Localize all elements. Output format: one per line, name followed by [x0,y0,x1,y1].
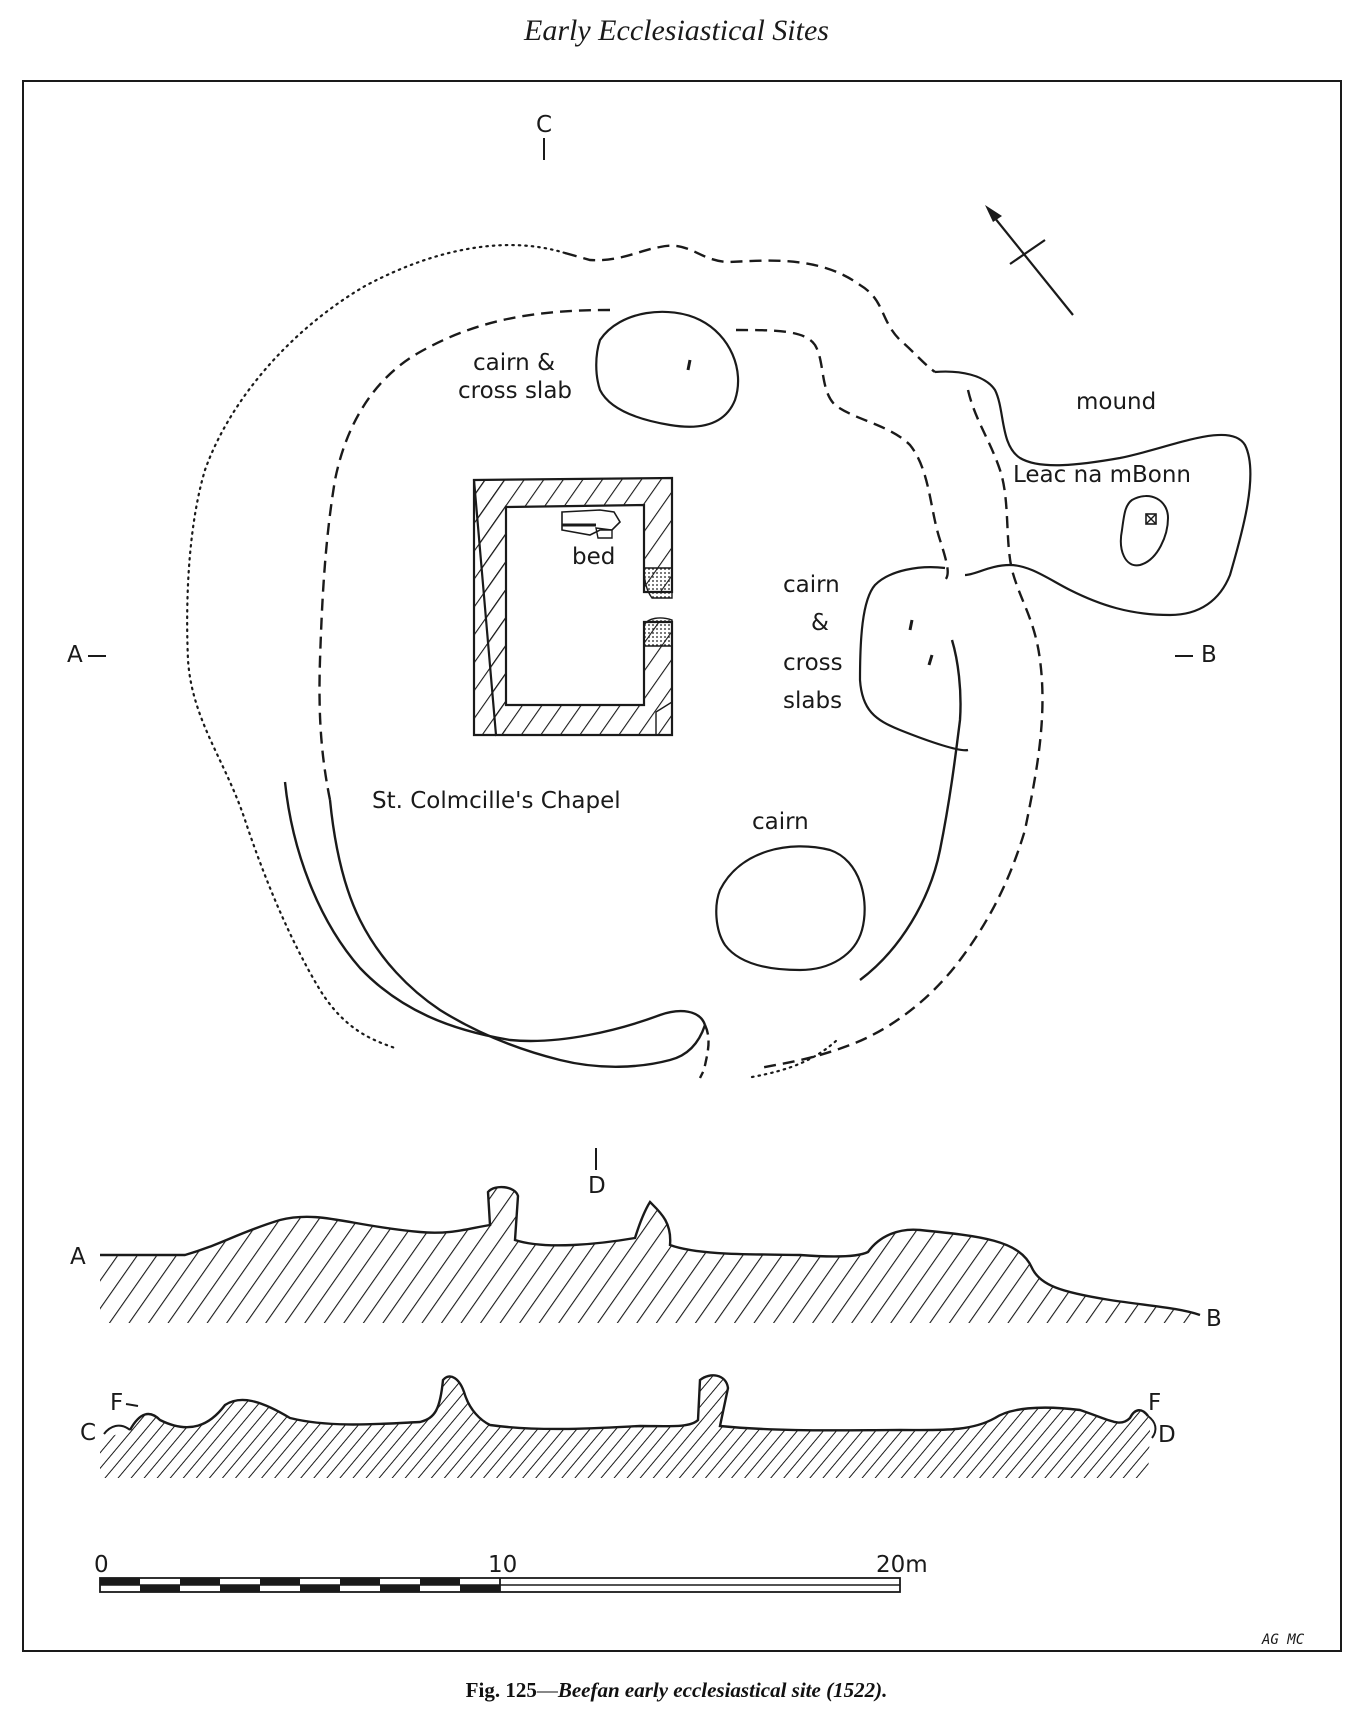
section-profile-cd [100,1375,1150,1478]
section-tick-d [1147,1415,1157,1439]
label-cairn: cairn [752,809,809,835]
figure-caption: Fig. 125—Beefan early ecclesiastical sit… [0,1678,1353,1703]
cross-slab-mark-east-2 [927,654,934,666]
cross-slab-mark-north [686,359,692,371]
scale-label-10: 10 [488,1552,517,1578]
leac-cross-mark [1145,513,1157,525]
section-marker-d-profile: D [1158,1422,1176,1448]
label-leac-na-mbonn: Leac na mBonn [1013,462,1191,488]
section-marker-c-profile: C [80,1420,96,1446]
inner-enclosure-dashed-east [735,328,949,581]
chapel-doorway-rubble-south [643,617,673,647]
section-marker-c-top: C [536,112,552,138]
section-marker-a-profile: A [70,1244,86,1270]
page-header: Early Ecclesiastical Sites [524,14,829,47]
scale-bar [99,1577,901,1593]
section-marker-d-plan: D [588,1173,606,1199]
label-st-colmcilles-chapel: St. Colmcille's Chapel [372,788,621,814]
ditch-west [283,781,707,1043]
section-marker-b-profile: B [1206,1306,1222,1332]
label-mound: mound [1076,389,1156,415]
caption-fig-number: Fig. 125 [465,1678,537,1702]
label-cairn-slabs-line3: cross [783,650,843,676]
figure-frame [22,80,1342,1652]
scale-label-20m: 20m [876,1552,928,1578]
section-marker-f-right: F [1148,1390,1161,1416]
cairn-east-outline [858,566,969,752]
bed-feature [561,509,622,539]
section-ab-ground-line [100,1185,1201,1317]
section-tick-f-left [125,1403,139,1407]
ditch-east [859,639,962,981]
cairn-north-outline [595,310,740,428]
label-cairn-slabs-line2: & [811,610,829,636]
draughtsman-initials: AG MC [1261,1632,1305,1648]
outer-bank-dashed [564,244,936,373]
section-profile-ab [100,1187,1200,1323]
label-cairn-slabs-line4: slabs [783,688,842,714]
section-marker-a-plan: A [67,642,83,668]
outer-enclosure-dotted [186,244,839,1079]
section-cd-ground-line [128,1374,1149,1432]
chapel-corner-feature [655,700,673,736]
label-bed: bed [572,544,615,570]
label-cairn-slabs-line1: cairn [783,572,840,598]
inner-bank-west [328,799,707,1068]
chapel-walls [472,476,674,737]
scale-label-0: 0 [94,1552,109,1578]
label-cairn-cross-slab-line2: cross slab [458,378,572,404]
cross-slab-mark-east-1 [908,619,914,631]
caption-text: Beefan early ecclesiastical site (1522). [557,1678,888,1702]
mound-outline [934,370,1252,617]
inner-bank-gap-dashed [698,1024,710,1079]
section-tick-c [103,1424,131,1435]
inner-enclosure-dashed [318,308,611,801]
label-cairn-cross-slab-line1: cairn & [473,350,555,376]
section-marker-f-left: F [110,1390,123,1416]
chapel-doorway-rubble-north [643,567,673,599]
north-arrow [985,205,1074,316]
cairn-south-outline [715,845,866,972]
caption-dash: — [536,1678,558,1702]
leac-stone-outline [1120,495,1170,567]
outer-bank-dashed-east [759,389,1044,1070]
section-marker-b-plan: B [1201,642,1217,668]
